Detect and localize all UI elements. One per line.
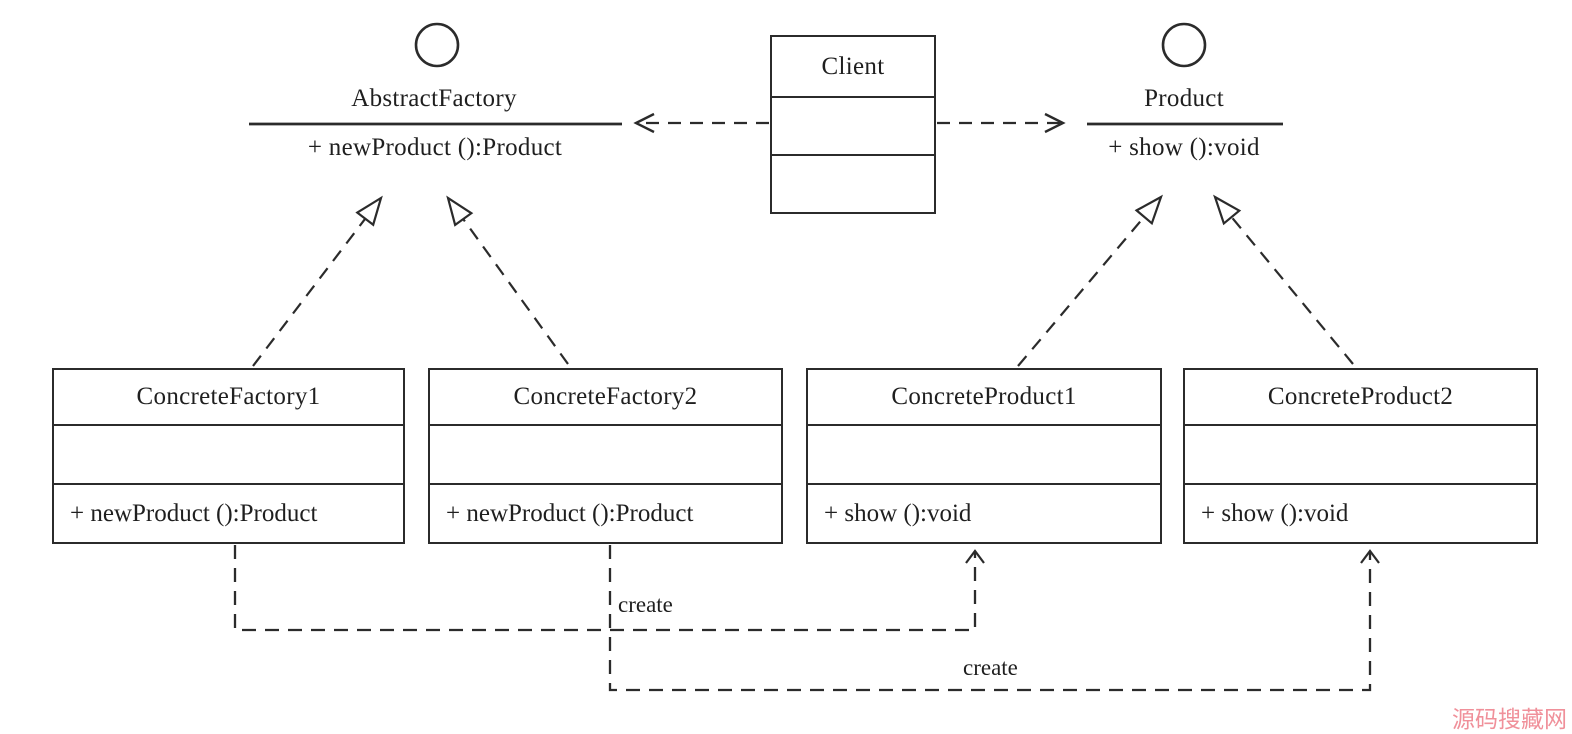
class-name-concreteproduct2: ConcreteProduct2 [1185, 370, 1536, 426]
realization-arrow-concretefactory1 [252, 198, 381, 367]
class-box-concretefactory1: ConcreteFactory1 + newProduct ():Product [52, 368, 405, 544]
interface-operation-product: + show ():void [1108, 134, 1260, 161]
create-label-1: create [618, 592, 673, 617]
realization-arrow-concreteproduct1 [1017, 197, 1161, 367]
class-operation-concreteproduct2: + show ():void [1201, 499, 1349, 527]
class-attributes-empty [54, 426, 403, 485]
create-arrow-factory1-to-product1 [233, 545, 985, 632]
class-operation-concretefactory1: + newProduct ():Product [70, 499, 318, 527]
interface-operation-abstractfactory: + newProduct ():Product [307, 134, 563, 161]
class-operation-concreteproduct1: + show ():void [824, 499, 972, 527]
class-attributes-empty [1185, 426, 1536, 485]
class-box-client: Client [770, 35, 936, 214]
class-name-client: Client [772, 37, 934, 98]
class-box-concreteproduct2: ConcreteProduct2 + show ():void [1183, 368, 1538, 544]
interface-name-product: Product [1144, 85, 1224, 112]
class-operations-empty [772, 156, 934, 212]
interface-lollipop-icon [414, 22, 460, 68]
class-attributes-empty [430, 426, 781, 485]
watermark-text: 源码搜藏网 [1452, 707, 1567, 733]
interface-name-abstractfactory: AbstractFactory [351, 85, 517, 112]
class-name-concretefactory1: ConcreteFactory1 [54, 370, 403, 426]
class-box-concreteproduct1: ConcreteProduct1 + show ():void [806, 368, 1162, 544]
realization-arrow-concreteproduct2 [1215, 197, 1354, 365]
realization-arrow-concretefactory2 [448, 198, 569, 365]
class-operation-concretefactory2: + newProduct ():Product [446, 499, 694, 527]
interface-lollipop-icon [1161, 22, 1207, 68]
create-arrow-factory2-to-product2 [608, 545, 1380, 692]
class-name-concreteproduct1: ConcreteProduct1 [808, 370, 1160, 426]
class-name-concretefactory2: ConcreteFactory2 [430, 370, 781, 426]
class-box-concretefactory2: ConcreteFactory2 + newProduct ():Product [428, 368, 783, 544]
class-attributes-empty [808, 426, 1160, 485]
create-label-2: create [963, 655, 1018, 680]
class-attributes-empty [772, 98, 934, 156]
